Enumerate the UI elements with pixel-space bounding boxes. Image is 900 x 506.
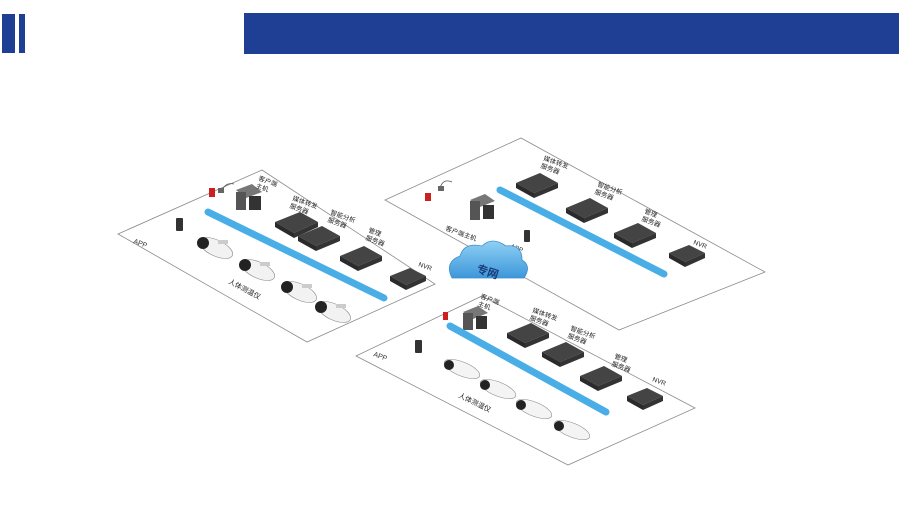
site-left-camera-4 bbox=[315, 301, 351, 323]
site-bottom-network-bus bbox=[446, 322, 610, 416]
site-left-client-label: 客户端主机 bbox=[255, 173, 280, 196]
site-bottom-client-host bbox=[463, 306, 488, 330]
site-bottom-camera-4 bbox=[553, 420, 591, 440]
site-top-right-nvr-label: NVR bbox=[692, 239, 708, 250]
site-left-media-server bbox=[275, 212, 318, 238]
site-left-management-server bbox=[340, 246, 382, 271]
site-top-right-camera-icon bbox=[438, 186, 444, 191]
site-left-client-host bbox=[218, 183, 262, 210]
site-bottom-camera-1 bbox=[443, 359, 481, 379]
site-bottom-camera-2 bbox=[479, 379, 517, 399]
site-top-right-media-server bbox=[516, 173, 558, 198]
site-top-right-alarm-icon bbox=[425, 193, 431, 201]
header-accent-bar-2 bbox=[19, 14, 25, 53]
site-bottom-analysis-server bbox=[542, 342, 584, 367]
site-bottom-panel bbox=[355, 295, 696, 466]
site-top-right-client-host bbox=[470, 194, 495, 220]
site-bottom-camera-3 bbox=[515, 399, 553, 419]
site-left-panel bbox=[117, 169, 436, 343]
site-top-right-management-server bbox=[614, 223, 656, 248]
site-bottom-app-label: APP bbox=[372, 351, 388, 362]
site-left-nvr bbox=[390, 268, 426, 290]
site-left-camera-1 bbox=[197, 237, 233, 259]
site-left-camera-3 bbox=[281, 281, 317, 303]
site-bottom: APP 客户端主机 媒体转发服务器 智能分析服务器 bbox=[355, 291, 696, 466]
header-accent-bar-1 bbox=[2, 14, 15, 53]
site-bottom-nvr bbox=[627, 388, 663, 410]
site-top-right-analysis-server bbox=[566, 198, 608, 223]
site-left-nvr-label: NVR bbox=[417, 261, 433, 272]
private-network-cloud: 专网 bbox=[448, 240, 528, 282]
site-left-network-bus bbox=[204, 208, 388, 302]
site-left: APP 客户端主机 媒体转发服务器 bbox=[117, 169, 436, 343]
site-bottom-nvr-label: NVR bbox=[651, 376, 667, 387]
site-top-right-nvr bbox=[669, 245, 705, 267]
site-top-right-phone-icon bbox=[524, 230, 530, 242]
site-bottom-media-server bbox=[507, 323, 549, 348]
site-left-alarm-icon bbox=[209, 188, 215, 197]
site-left-camera-2 bbox=[239, 259, 275, 281]
site-top-right-network-bus bbox=[496, 186, 668, 278]
site-left-app-label: APP bbox=[132, 238, 148, 249]
site-bottom-alarm-icon bbox=[443, 312, 448, 320]
site-top-right: 客户端主机 APP 媒体转发服务器 智能分析服务器 管理服务器 bbox=[384, 137, 766, 331]
site-left-analysis-server bbox=[298, 226, 340, 251]
site-top-right-panel bbox=[384, 137, 766, 331]
header-band bbox=[244, 13, 899, 54]
site-bottom-management-server bbox=[580, 366, 622, 391]
site-left-phone-icon bbox=[176, 218, 183, 231]
site-bottom-phone-icon bbox=[415, 340, 422, 353]
